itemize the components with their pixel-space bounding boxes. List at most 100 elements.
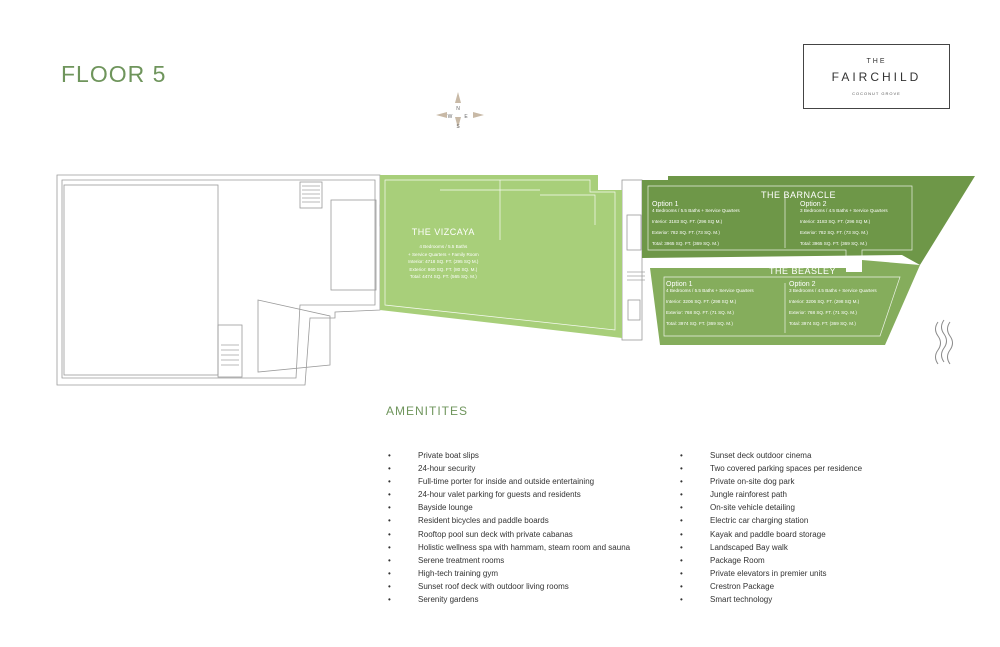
list-item: •High-tech training gym [388, 567, 630, 580]
option-total: Total: 3965 SQ. FT. (369 SQ. M.) [652, 241, 719, 246]
bullet-icon: • [388, 503, 391, 513]
option-beds: 3 Bedrooms / 4.5 Baths + Service Quarter… [800, 208, 888, 213]
bullet-icon: • [680, 464, 683, 474]
unit-barnacle[interactable] [642, 176, 975, 265]
compass-icon: N S W E [436, 92, 484, 130]
list-item: •Two covered parking spaces per residenc… [680, 462, 862, 475]
bullet-icon: • [388, 581, 391, 591]
list-item: •Serenity gardens [388, 593, 630, 606]
bullet-icon: • [680, 542, 683, 552]
list-item: •Holistic wellness spa with hammam, stea… [388, 541, 630, 554]
list-item: •24-hour security [388, 462, 630, 475]
beasley-name: THE BEASLEY [769, 266, 837, 276]
compass-n: N [456, 106, 460, 112]
bullet-icon: • [388, 542, 391, 552]
brand-logo: THE FAIRCHILD COCONUT GROVE [803, 44, 950, 109]
list-item: •Jungle rainforest path [680, 488, 862, 501]
list-item: •Sunset deck outdoor cinema [680, 449, 862, 462]
bullet-icon: • [388, 529, 391, 539]
page-title: FLOOR 5 [61, 61, 167, 87]
unit-vizcaya[interactable] [380, 175, 622, 338]
barnacle-option-1: Option 1 4 Bedrooms / 5.5 Baths + Servic… [652, 201, 740, 247]
bullet-icon: • [388, 516, 391, 526]
list-item: •Rooftop pool sun deck with private caba… [388, 528, 630, 541]
bullet-icon: • [680, 555, 683, 565]
list-item: •Crestron Package [680, 580, 862, 593]
vizcaya-line: Interior: 4718 SQ. FT. (295 SQ M.) [408, 259, 479, 265]
amenities-list-left: •Private boat slips •24-hour security •F… [388, 449, 630, 606]
option-exterior: Exterior: 768 SQ. FT. (71 SQ. M.) [666, 310, 734, 315]
option-beds: 4 Bedrooms / 5.5 Baths + Service Quarter… [666, 288, 754, 293]
compass-e: E [464, 114, 468, 120]
logo-subtitle: COCONUT GROVE [852, 91, 901, 96]
bullet-icon: • [680, 529, 683, 539]
option-interior: Interior: 3206 SQ. FT. (298 SQ M.) [789, 299, 860, 304]
bullet-icon: • [680, 490, 683, 500]
amenities-list-right: •Sunset deck outdoor cinema •Two covered… [680, 449, 862, 606]
list-item: •Sunset roof deck with outdoor living ro… [388, 580, 630, 593]
bullet-icon: • [388, 555, 391, 565]
bullet-icon: • [388, 595, 391, 605]
logo-the: THE [866, 58, 887, 65]
compass-w: W [448, 114, 453, 120]
compass-s: S [456, 124, 460, 130]
option-total: Total: 3965 SQ. FT. (369 SQ. M.) [800, 241, 867, 246]
bullet-icon: • [388, 464, 391, 474]
list-item: •Landscaped Bay walk [680, 541, 862, 554]
list-item: •Private on-site dog park [680, 475, 862, 488]
option-interior: Interior: 3183 SQ. FT. (296 SQ M.) [652, 219, 723, 224]
barnacle-name: THE BARNACLE [761, 190, 837, 200]
bullet-icon: • [680, 503, 683, 513]
list-item: •24-hour valet parking for guests and re… [388, 488, 630, 501]
vizcaya-line: Exterior: 860 SQ. FT. (80 SQ. M.) [409, 266, 478, 272]
list-item: •Electric car charging station [680, 514, 862, 527]
option-title: Option 1 [652, 201, 679, 208]
beasley-option-2: Option 2 3 Bedrooms / 4.5 Baths + Servic… [789, 281, 877, 327]
bullet-icon: • [388, 490, 391, 500]
bullet-icon: • [388, 451, 391, 460]
beasley-option-1: Option 1 4 Bedrooms / 5.5 Baths + Servic… [666, 281, 754, 327]
logo-name: FAIRCHILD [831, 70, 922, 84]
list-item: •Full-time porter for inside and outside… [388, 475, 630, 488]
barnacle-option-2: Option 2 3 Bedrooms / 4.5 Baths + Servic… [800, 201, 888, 247]
option-beds: 4 Bedrooms / 5.5 Baths + Service Quarter… [652, 208, 740, 213]
option-exterior: Exterior: 782 SQ. FT. (73 SQ. M.) [652, 230, 720, 235]
list-item: •Smart technology [680, 593, 862, 606]
list-item: •Package Room [680, 554, 862, 567]
vizcaya-line: 4 Bedrooms / 5.5 Baths [419, 244, 468, 249]
list-item: •Bayside lounge [388, 501, 630, 514]
building-outline [56, 174, 396, 386]
option-title: Option 1 [666, 281, 693, 288]
vizcaya-name: THE VIZCAYA [411, 227, 475, 237]
bullet-icon: • [680, 477, 683, 487]
bullet-icon: • [680, 568, 683, 578]
vizcaya-info: THE VIZCAYA 4 Bedrooms / 5.5 Baths + Ser… [408, 227, 479, 281]
list-item: •Private boat slips [388, 449, 630, 462]
option-beds: 3 Bedrooms / 4.5 Baths + Service Quarter… [789, 288, 877, 293]
list-item: •Resident bicycles and paddle boards [388, 514, 630, 527]
list-item: •Private elevators in premier units [680, 567, 862, 580]
list-item: •On-site vehicle detailing [680, 501, 862, 514]
option-interior: Interior: 3183 SQ. FT. (296 SQ M.) [800, 219, 871, 224]
core-area [621, 179, 643, 341]
water-waves-icon [935, 319, 953, 365]
bullet-icon: • [680, 595, 683, 605]
list-item: •Kayak and paddle board storage [680, 528, 862, 541]
bullet-icon: • [680, 451, 683, 460]
option-interior: Interior: 3206 SQ. FT. (298 SQ M.) [666, 299, 737, 304]
list-item: •Serene treatment rooms [388, 554, 630, 567]
option-exterior: Exterior: 782 SQ. FT. (73 SQ. M.) [800, 230, 868, 235]
amenities-title: AMENITITES [386, 404, 469, 418]
bullet-icon: • [680, 516, 683, 526]
vizcaya-line: + Service Quarters + Family Room [408, 251, 479, 257]
bullet-icon: • [388, 477, 391, 487]
option-title: Option 2 [789, 281, 816, 288]
option-title: Option 2 [800, 201, 827, 208]
bullet-icon: • [388, 568, 391, 578]
vizcaya-line: Total: 4474 SQ. FT. (565 SQ. M.) [409, 274, 477, 280]
option-exterior: Exterior: 768 SQ. FT. (71 SQ. M.) [789, 310, 857, 315]
option-total: Total: 3974 SQ. FT. (369 SQ. M.) [789, 321, 856, 326]
option-total: Total: 3974 SQ. FT. (369 SQ. M.) [666, 321, 733, 326]
bullet-icon: • [680, 581, 683, 591]
